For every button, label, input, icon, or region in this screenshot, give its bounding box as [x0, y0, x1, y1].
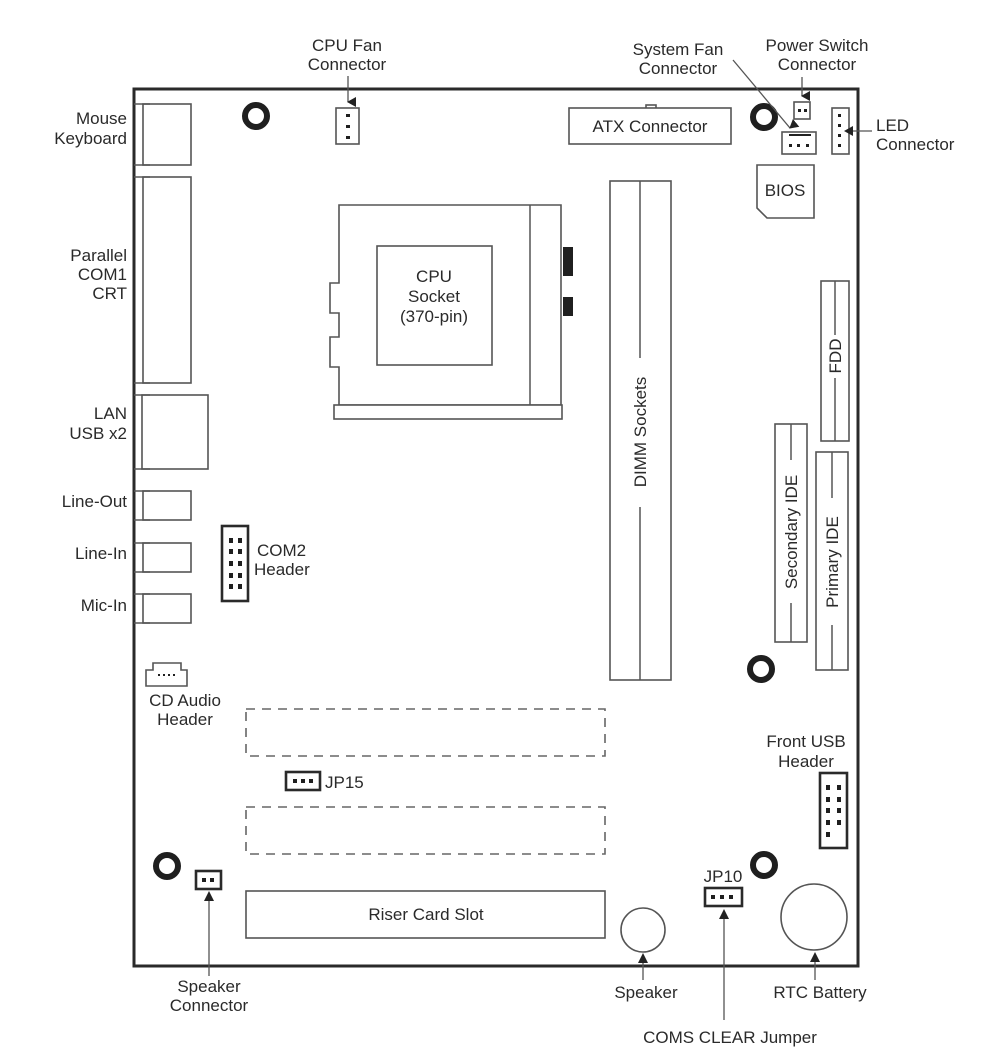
mounting-hole — [747, 655, 775, 683]
keyboard-label: Keyboard — [54, 129, 127, 148]
mounting-hole — [750, 103, 778, 131]
mouse-label: Mouse — [76, 109, 127, 128]
led-connector: LED Connector — [831, 107, 955, 155]
parallel-com1-crt-port: Parallel COM1 CRT — [70, 176, 192, 384]
system-fan-label: Connector — [639, 59, 718, 78]
front-usb-label: Front USB — [766, 732, 845, 751]
power-switch-label: Power Switch — [766, 36, 869, 55]
mounting-hole — [750, 851, 778, 879]
jp15-jumper: JP15 — [284, 770, 364, 792]
com2-header: COM2 Header — [220, 524, 310, 603]
expansion-slot-outline — [245, 806, 606, 855]
mic-in-label: Mic-In — [81, 596, 127, 615]
cpu-socket: CPU Socket (370-pin) — [329, 204, 573, 420]
cpu-fan-label: CPU Fan — [312, 36, 382, 55]
primary-ide-label: Primary IDE — [823, 516, 842, 608]
mounting-hole — [242, 102, 270, 130]
expansion-slot-outline — [245, 708, 606, 757]
speaker-connector: Speaker Connector — [170, 869, 249, 1015]
cd-audio-label: Header — [157, 710, 213, 729]
bios-chip: BIOS — [756, 164, 815, 219]
jp10-label: JP10 — [704, 867, 743, 886]
dimm-sockets: DIMM Sockets — [609, 180, 672, 681]
system-fan-label: System Fan — [633, 40, 724, 59]
mounting-hole — [153, 852, 181, 880]
front-usb-header: Front USB Header — [766, 732, 849, 850]
line-out-port: Line-Out — [62, 490, 192, 521]
cpu-fan-connector: CPU Fan Connector — [308, 36, 387, 145]
crt-label: CRT — [92, 284, 127, 303]
cd-audio-label: CD Audio — [149, 691, 221, 710]
speaker-label: Speaker — [614, 983, 678, 1002]
cd-audio-header: CD Audio Header — [145, 662, 221, 729]
parallel-label: Parallel — [70, 246, 127, 265]
line-in-port: Line-In — [75, 542, 192, 573]
line-in-label: Line-In — [75, 544, 127, 563]
line-out-label: Line-Out — [62, 492, 127, 511]
atx-label: ATX Connector — [593, 117, 708, 136]
led-label: Connector — [876, 135, 955, 154]
fdd-label: FDD — [826, 339, 845, 374]
jp10-jumper: JP10 COMS CLEAR Jumper — [643, 867, 817, 1047]
mouse-keyboard-port: Mouse Keyboard — [54, 103, 192, 166]
front-usb-label: Header — [778, 752, 834, 771]
speaker-connector-label: Speaker — [177, 977, 241, 996]
secondary-ide-label: Secondary IDE — [782, 475, 801, 589]
com2-label: COM2 — [257, 541, 306, 560]
riser-card-slot: Riser Card Slot — [245, 890, 606, 939]
cpu-socket-label: CPU — [416, 267, 452, 286]
cpu-socket-label: Socket — [408, 287, 460, 306]
jp15-label: JP15 — [325, 773, 364, 792]
com1-label: COM1 — [78, 265, 127, 284]
speaker: Speaker — [614, 907, 678, 1002]
mic-in-port: Mic-In — [81, 593, 192, 624]
cpu-socket-label: (370-pin) — [400, 307, 468, 326]
secondary-ide-connector: Secondary IDE — [774, 423, 808, 643]
speaker-connector-label: Connector — [170, 996, 249, 1015]
atx-connector: ATX Connector — [568, 104, 732, 145]
rtc-battery: RTC Battery — [773, 883, 867, 1002]
power-switch-connector — [793, 77, 811, 120]
primary-ide-connector: Primary IDE — [815, 451, 849, 671]
com2-label: Header — [254, 560, 310, 579]
coms-clear-label: COMS CLEAR Jumper — [643, 1028, 817, 1047]
fdd-connector: FDD — [820, 280, 850, 442]
power-switch-label: Connector — [778, 55, 857, 74]
rtc-battery-label: RTC Battery — [773, 983, 867, 1002]
lan-usb-port: LAN USB x2 — [69, 394, 209, 470]
bios-label: BIOS — [765, 181, 806, 200]
system-fan-connector — [732, 59, 817, 155]
cpu-fan-label: Connector — [308, 55, 387, 74]
lan-label: LAN — [94, 404, 127, 423]
dimm-label: DIMM Sockets — [631, 377, 650, 488]
led-label: LED — [876, 116, 909, 135]
usb-label: USB x2 — [69, 424, 127, 443]
riser-label: Riser Card Slot — [368, 905, 484, 924]
